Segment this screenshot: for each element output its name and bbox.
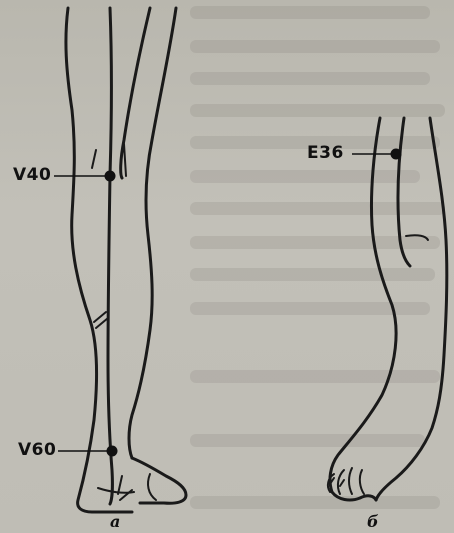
leg-b-outline (328, 118, 447, 500)
caption-b: б (367, 512, 379, 531)
e36-point (391, 149, 402, 160)
e36-label: E36 (307, 143, 344, 163)
leg-a-outline (66, 8, 186, 512)
v60-label: V60 (18, 440, 56, 460)
v40-label: V40 (13, 165, 51, 185)
v40-point (105, 171, 116, 182)
point-markers (54, 149, 402, 457)
v60-point (107, 446, 118, 457)
caption-a: а (110, 512, 120, 531)
